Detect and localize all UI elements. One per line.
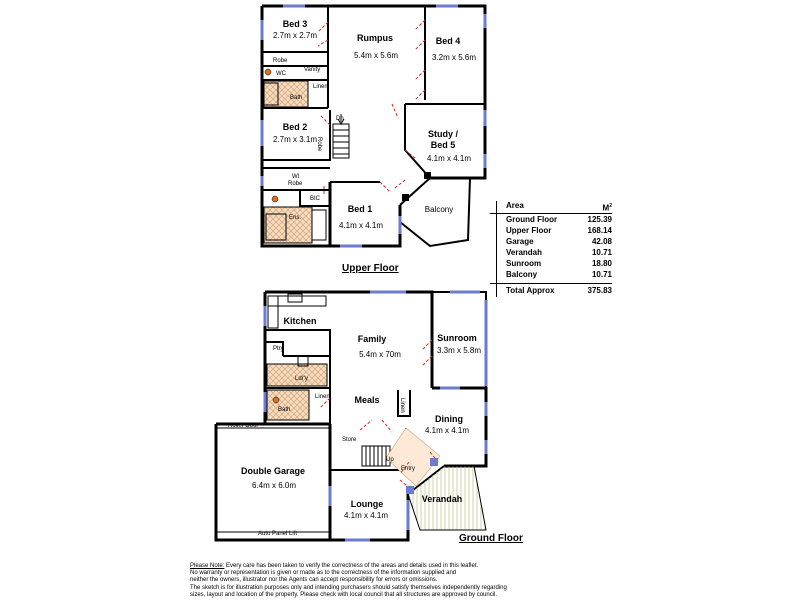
room-bed4-dim: 3.2m x 5.6m [432,53,476,62]
label-robe-vertical: Robe [316,137,322,152]
room-bed4-name: Bed 4 [436,36,461,46]
area-table-header: Area M2 [490,199,612,214]
room-rumpus-name: Rumpus [357,33,393,43]
room-lounge-name: Lounge [351,499,384,509]
room-balcony-name: Balcony [425,205,453,214]
label-linen-vertical: Linen [399,398,405,413]
room-kitchen-name: Kitchen [283,316,316,326]
label-up: Up [386,457,394,463]
label-bath-ground: Bath [278,407,290,413]
label-robe: Robe [273,58,288,64]
label-wc: WC [276,71,287,77]
upper-doors [317,19,426,196]
label-dn: Dn [336,116,344,122]
ground-floor-plan [214,172,488,542]
upper-windows [260,4,487,248]
room-study-name1: Study / [428,129,459,139]
disclaimer-line: neither the owners, illustrator nor the … [190,577,438,584]
room-bed3-name: Bed 3 [283,19,308,29]
ground-stairs [361,445,391,467]
label-bath-upper: Bath [290,95,302,101]
area-header-unit: M2 [602,203,612,213]
label-bic: BIC [310,196,321,202]
room-meals-name: Meals [354,395,379,405]
ground-floor-title: Ground Floor [459,533,523,544]
label-roller-door: Roller Door [228,423,258,429]
ground-windows [263,290,488,542]
disclaimer-line: The sketch is for illustration purposes … [190,584,507,591]
label-entry: Entry [401,466,415,472]
room-garage-name: Double Garage [241,466,305,476]
upper-floor-plan [260,4,487,248]
room-family-dim: 5.4m x 70m [359,350,401,359]
upper-floor-title: Upper Floor [342,263,399,274]
label-store: Store [342,437,357,443]
room-bed2-dim: 2.7m x 3.1m [273,135,317,144]
room-rumpus-dim: 5.4m x 5.6m [354,51,398,60]
room-study-dim: 4.1m x 4.1m [427,154,471,163]
room-dining-dim: 4.1m x 4.1m [425,426,469,435]
disclaimer: Please Note: Every care has been taken t… [190,563,610,599]
room-sunroom-dim: 3.3m x 5.8m [437,346,481,355]
room-bed2-name: Bed 2 [283,122,308,132]
disclaimer-label: Please Note: [190,563,225,569]
label-vanity: Vanity [304,67,320,73]
label-linen-ground: Linen [315,394,330,400]
label-ptry: Ptry [273,346,284,352]
label-auto-panel-lift: Auto Panel Lift [258,531,297,537]
room-garage-dim: 6.4m x 6.0m [252,481,296,490]
room-bed1-name: Bed 1 [348,204,373,214]
label-wi: WI [292,174,300,180]
room-bed1-dim: 4.1m x 4.1m [339,221,383,230]
room-bed3-dim: 2.7m x 2.7m [273,31,317,40]
room-verandah-name: Verandah [422,494,463,504]
disclaimer-line: No warranty or representation is given o… [190,570,457,577]
room-study-name2: Bed 5 [431,140,456,150]
room-sunroom-name: Sunroom [437,333,477,343]
room-lounge-dim: 4.1m x 4.1m [344,511,388,520]
area-header-label: Area [506,201,524,210]
label-ldry: Ldr'y [295,376,308,382]
room-family-name: Family [358,334,387,344]
disclaimer-line: sizes, layout and location of the proper… [190,591,498,598]
label-wi-robe: Robe [288,181,303,187]
label-ens: Ens. [289,215,301,221]
label-linen-upper: Linen [313,84,328,90]
room-dining-name: Dining [435,414,463,424]
disclaimer-line: Every care has been taken to verify the … [226,563,479,569]
upper-stairs [332,114,350,159]
